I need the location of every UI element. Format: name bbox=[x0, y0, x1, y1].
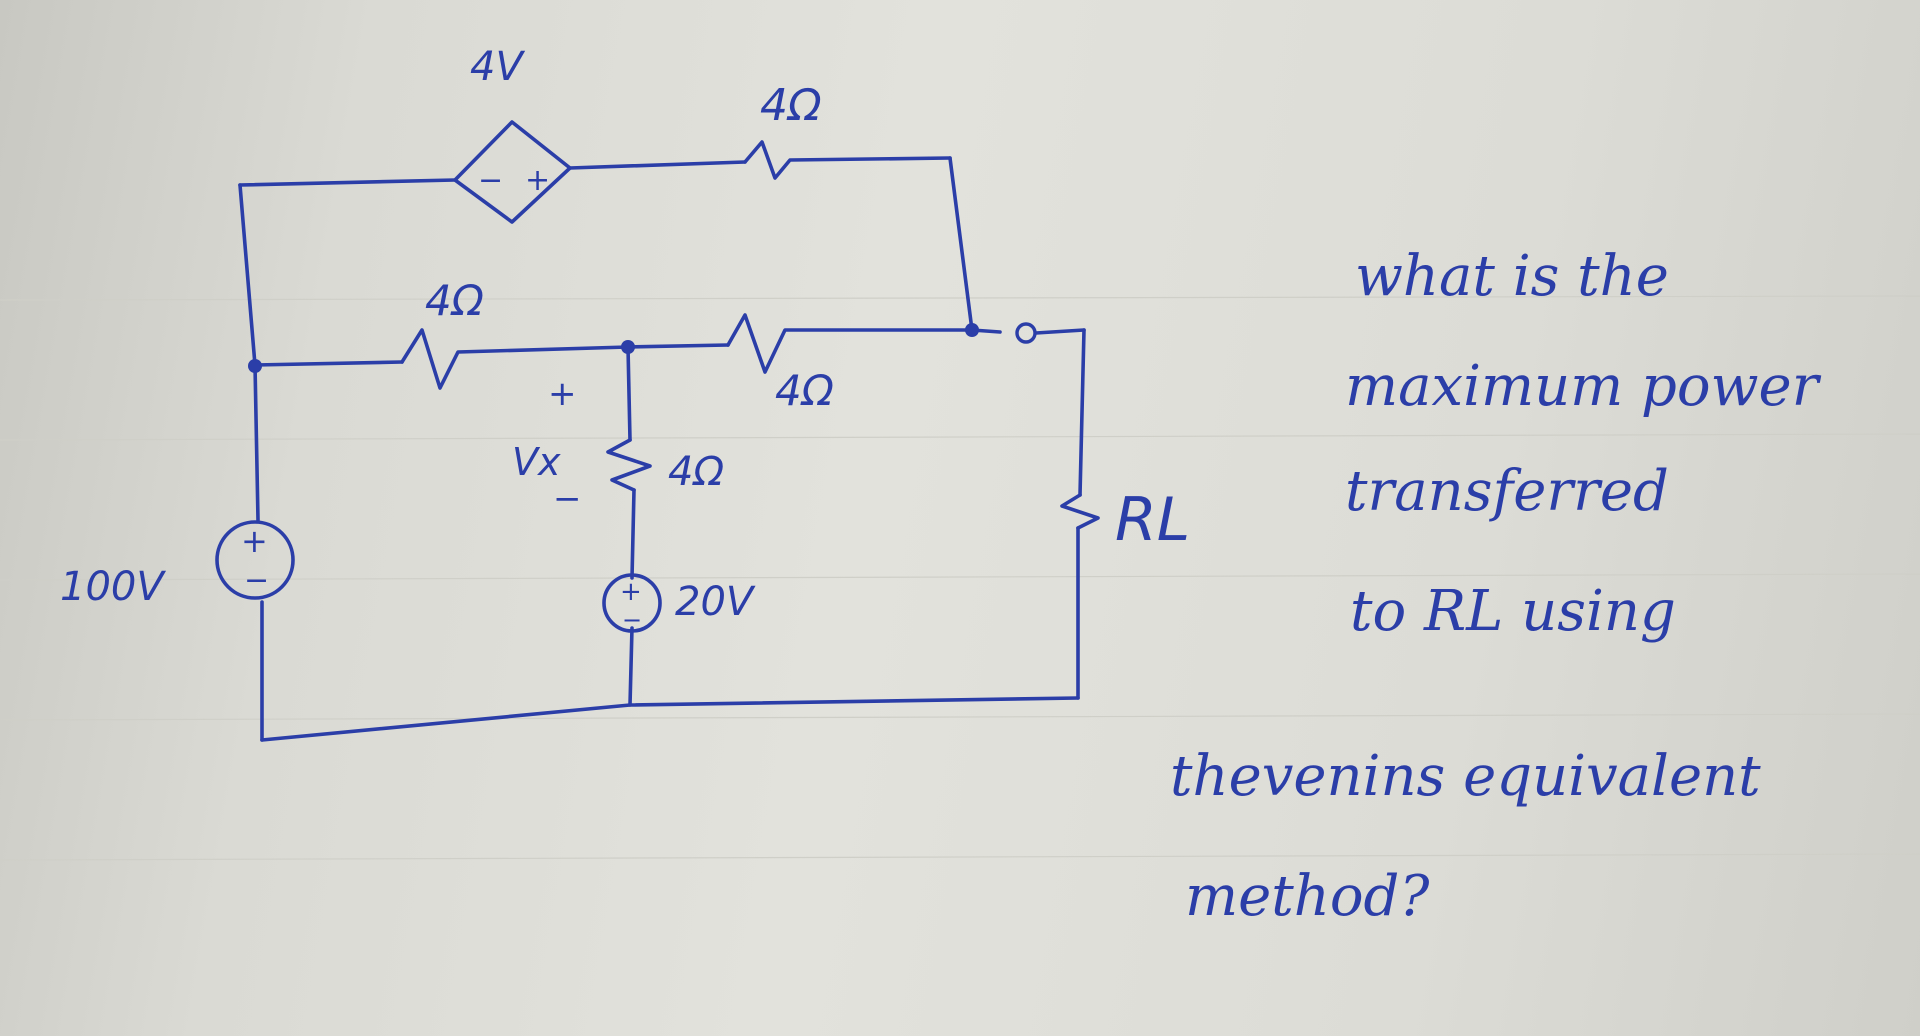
wire-mid-center bbox=[626, 343, 730, 349]
vx-plus-sign: + bbox=[548, 374, 577, 414]
dependent-source-label: 4V bbox=[470, 44, 525, 90]
question-line-1: what is the bbox=[1355, 244, 1669, 309]
wire-center-bottom bbox=[628, 626, 634, 707]
vx-minus-sign: − bbox=[553, 479, 582, 519]
question-line-3: transferred bbox=[1345, 459, 1669, 524]
question-text: what is the maximum power transferred to… bbox=[1170, 244, 1822, 929]
resistor-top-zigzag bbox=[743, 140, 952, 180]
wire-top-right-down bbox=[948, 156, 974, 332]
junction-center bbox=[621, 340, 635, 354]
wire-top-left bbox=[238, 178, 457, 187]
question-line-2: maximum power bbox=[1345, 354, 1822, 419]
paper-lines bbox=[0, 295, 1920, 861]
wire-center-upper bbox=[626, 345, 632, 442]
output-terminal bbox=[1015, 322, 1037, 344]
question-line-5: thevenins equivalent bbox=[1170, 744, 1761, 809]
mid-resistor-label: 4Ω bbox=[775, 366, 834, 415]
wire-left-vertical-upper bbox=[238, 183, 257, 367]
source-100v-minus: − bbox=[244, 563, 269, 598]
resistor-load-zigzag bbox=[1060, 493, 1100, 530]
source-20v-plus: + bbox=[620, 577, 642, 607]
source-20v-minus: − bbox=[622, 606, 642, 634]
wire-mid-left bbox=[253, 360, 404, 367]
wire-terminal-right bbox=[1034, 328, 1086, 335]
resistor-left-zigzag bbox=[400, 328, 630, 390]
question-line-6: method? bbox=[1185, 864, 1430, 929]
source-20v-label: 20V bbox=[675, 579, 756, 625]
dependent-source-minus: − bbox=[478, 163, 503, 198]
wire-right-upper bbox=[1078, 328, 1086, 497]
resistor-mid-zigzag bbox=[726, 313, 974, 374]
vertical-resistor-label: 4Ω bbox=[668, 449, 724, 495]
wire-left-lower bbox=[253, 363, 260, 522]
vx-label: Vx bbox=[512, 440, 561, 484]
junction-left bbox=[248, 359, 262, 373]
top-resistor-label: 4Ω bbox=[760, 80, 822, 131]
question-line-4: to RL using bbox=[1350, 579, 1676, 644]
voltage-source-20v: + − bbox=[602, 573, 662, 634]
load-resistor-label: RL bbox=[1115, 485, 1190, 555]
voltage-source-100v: + − bbox=[215, 520, 295, 600]
resistor-vertical-zigzag bbox=[606, 438, 652, 492]
junction-right bbox=[965, 323, 979, 337]
source-100v-label: 100V bbox=[60, 564, 166, 610]
wire-top-middle bbox=[568, 160, 747, 170]
source-100v-plus: + bbox=[241, 522, 268, 560]
dependent-voltage-source: − + bbox=[453, 120, 572, 224]
left-resistor-label: 4Ω bbox=[425, 276, 484, 325]
dependent-source-plus: + bbox=[525, 163, 550, 198]
wire-center-lower bbox=[630, 488, 636, 580]
